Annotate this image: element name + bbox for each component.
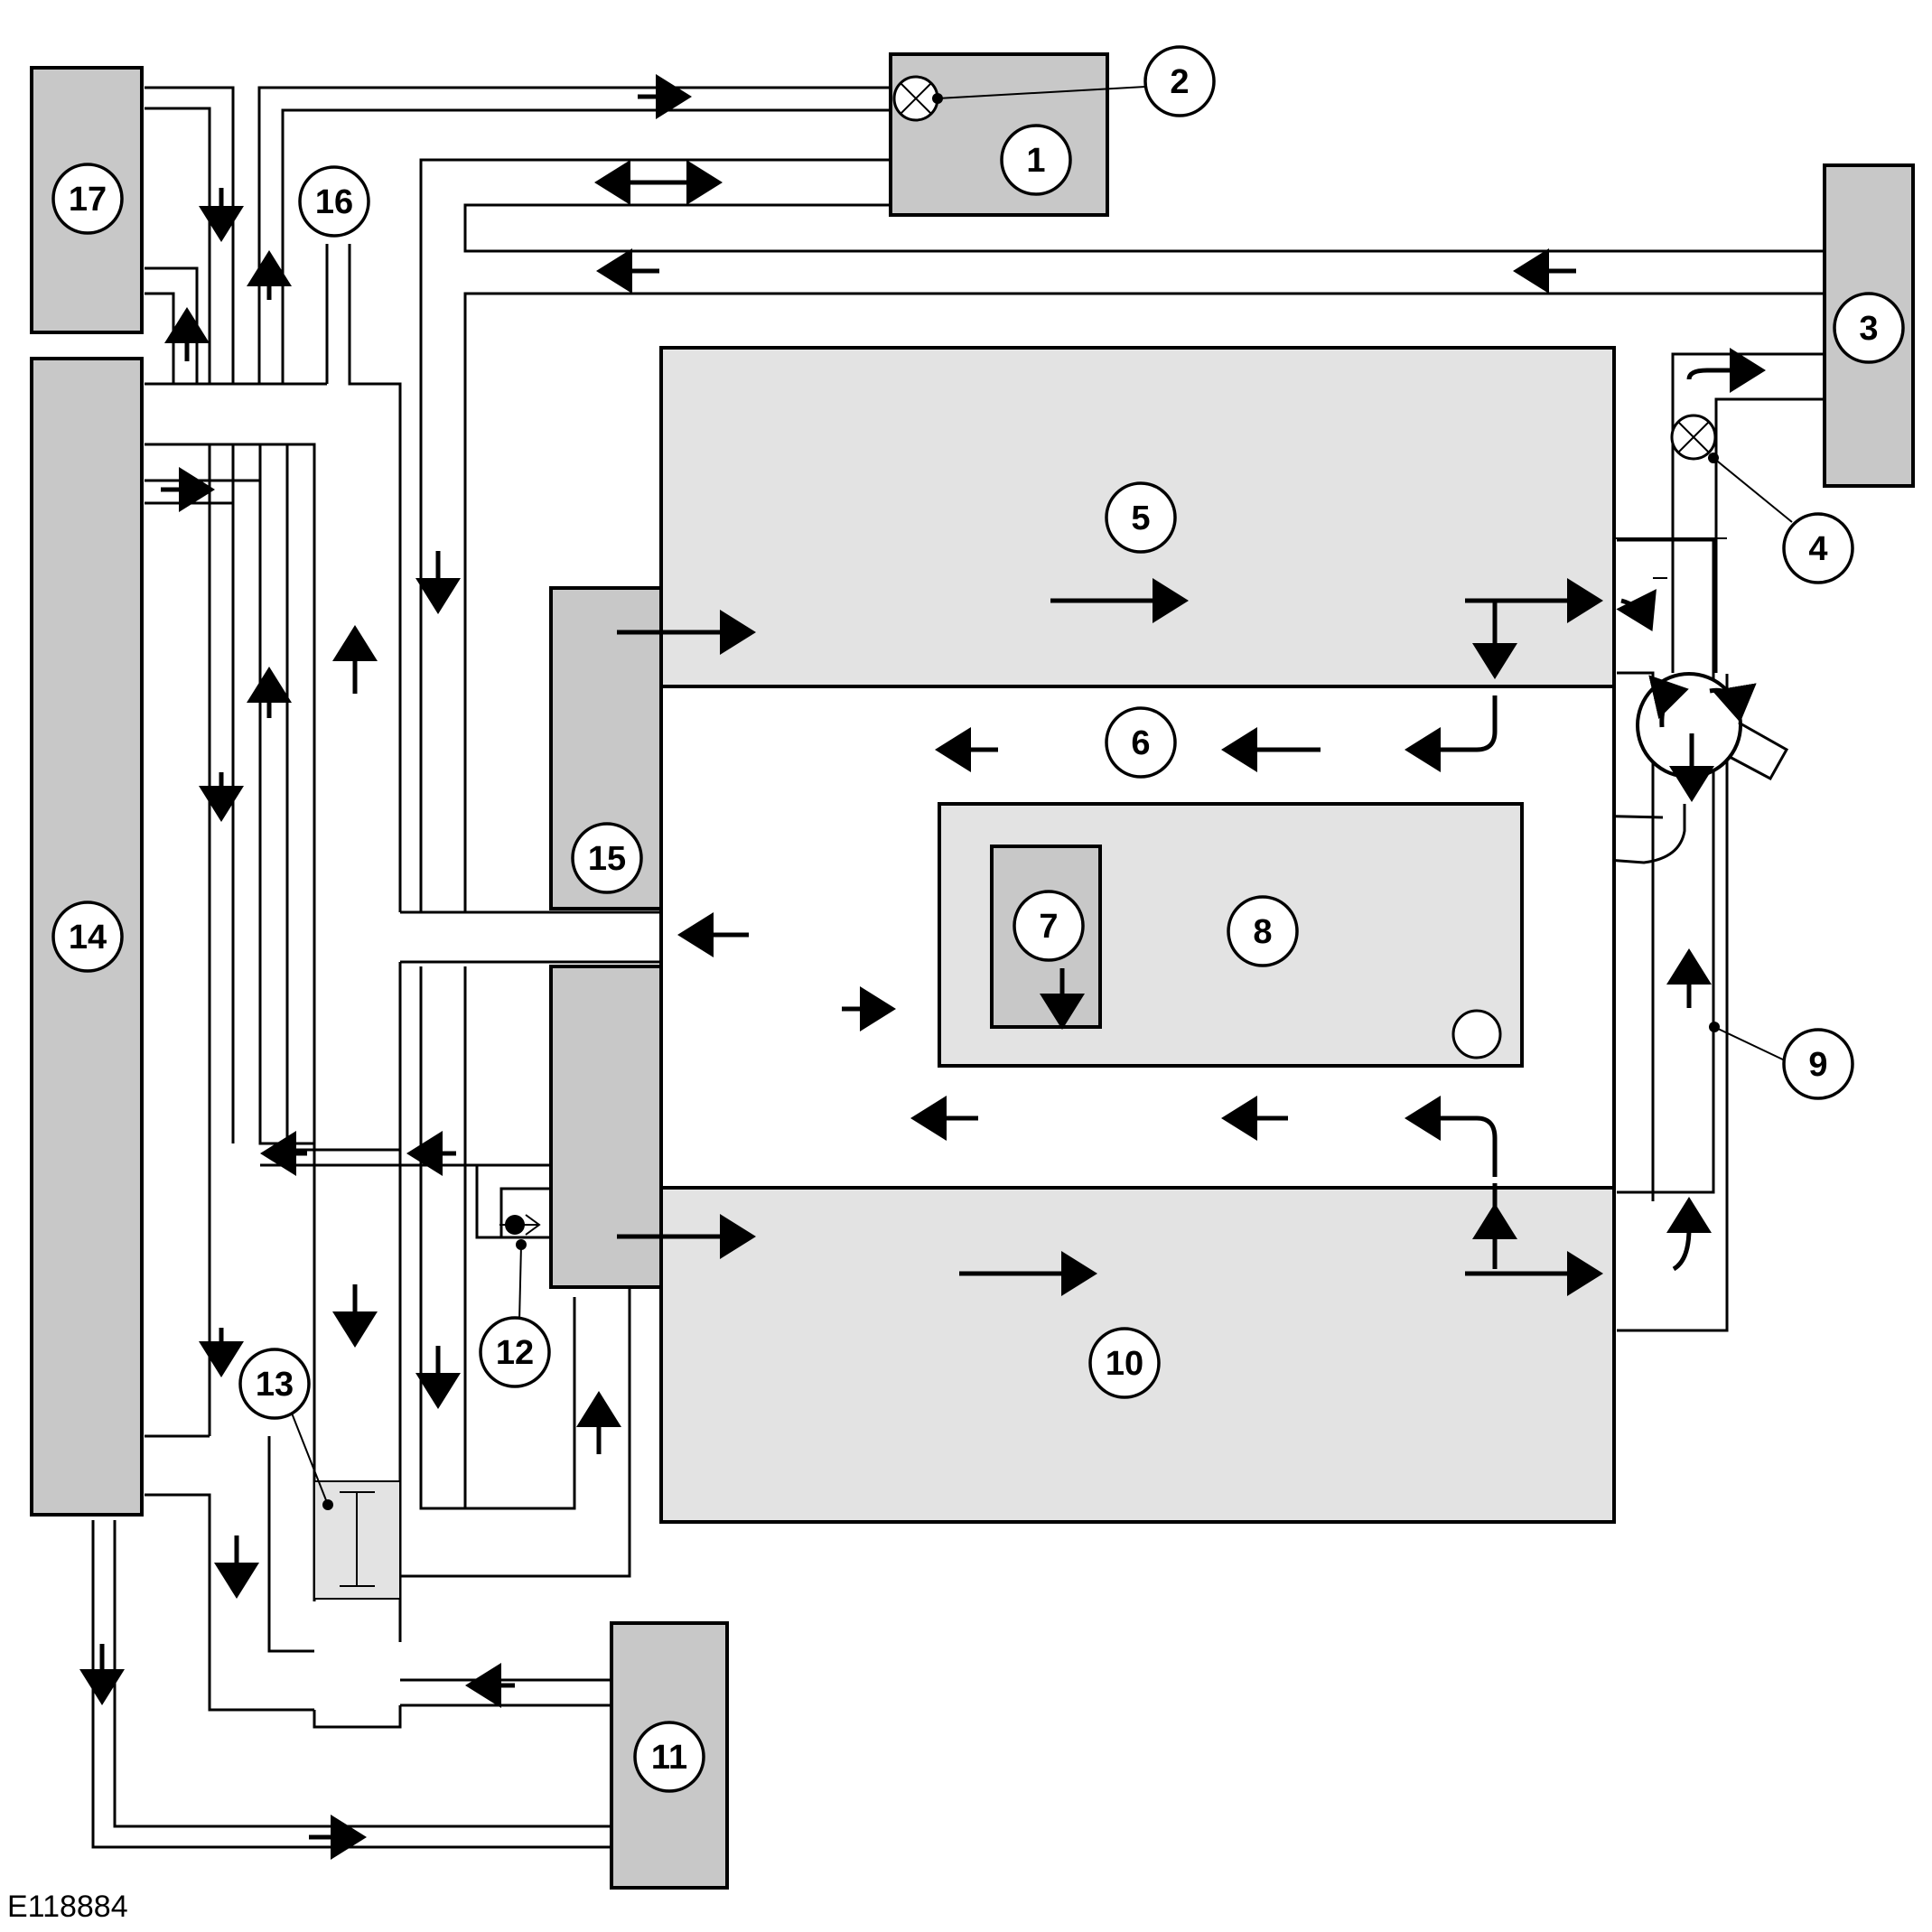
valve-4 bbox=[1670, 414, 1717, 461]
callout-14: 14 bbox=[51, 901, 124, 973]
thermostat-13-symbol bbox=[340, 1491, 375, 1587]
callouts: 1 2 3 4 5 6 7 8 9 10 11 12 13 14 15 16 1… bbox=[51, 45, 1905, 1793]
callout-12: 12 bbox=[479, 1316, 551, 1388]
svg-text:5: 5 bbox=[1131, 499, 1150, 537]
sensor-8 bbox=[1451, 1009, 1502, 1059]
reference-code: E118884 bbox=[7, 1890, 128, 1924]
svg-text:4: 4 bbox=[1808, 530, 1827, 568]
callout-7: 7 bbox=[1013, 890, 1085, 962]
callout-5: 5 bbox=[1105, 481, 1177, 554]
svg-text:6: 6 bbox=[1131, 724, 1150, 762]
callout-2: 2 bbox=[1143, 45, 1216, 117]
flow-arrows bbox=[79, 74, 1766, 1860]
svg-text:17: 17 bbox=[69, 181, 107, 219]
svg-text:9: 9 bbox=[1808, 1046, 1827, 1084]
callout-4: 4 bbox=[1782, 512, 1854, 584]
callout-11: 11 bbox=[633, 1721, 705, 1793]
water-pump bbox=[1636, 672, 1742, 779]
callout-10: 10 bbox=[1088, 1327, 1161, 1399]
callout-8: 8 bbox=[1227, 895, 1299, 967]
svg-text:11: 11 bbox=[651, 1739, 687, 1777]
svg-text:12: 12 bbox=[496, 1334, 534, 1372]
svg-text:16: 16 bbox=[315, 183, 353, 221]
svg-text:3: 3 bbox=[1859, 310, 1878, 348]
svg-text:7: 7 bbox=[1039, 908, 1058, 946]
svg-text:13: 13 bbox=[256, 1366, 294, 1404]
leader-lines bbox=[290, 86, 1793, 1510]
svg-text:10: 10 bbox=[1106, 1345, 1143, 1383]
component-15-lower bbox=[549, 965, 663, 1289]
callout-17: 17 bbox=[51, 163, 124, 235]
callout-9: 9 bbox=[1782, 1028, 1854, 1100]
svg-text:15: 15 bbox=[588, 840, 626, 878]
callout-13: 13 bbox=[238, 1348, 311, 1420]
callout-1: 1 bbox=[1000, 124, 1072, 196]
valve-2 bbox=[892, 75, 939, 122]
svg-text:1: 1 bbox=[1026, 142, 1045, 180]
svg-text:8: 8 bbox=[1253, 913, 1272, 951]
callout-6: 6 bbox=[1105, 706, 1177, 779]
svg-text:2: 2 bbox=[1170, 63, 1189, 101]
callout-16: 16 bbox=[298, 165, 370, 238]
callout-3: 3 bbox=[1833, 292, 1905, 364]
callout-15: 15 bbox=[571, 822, 643, 894]
svg-text:14: 14 bbox=[69, 919, 107, 957]
